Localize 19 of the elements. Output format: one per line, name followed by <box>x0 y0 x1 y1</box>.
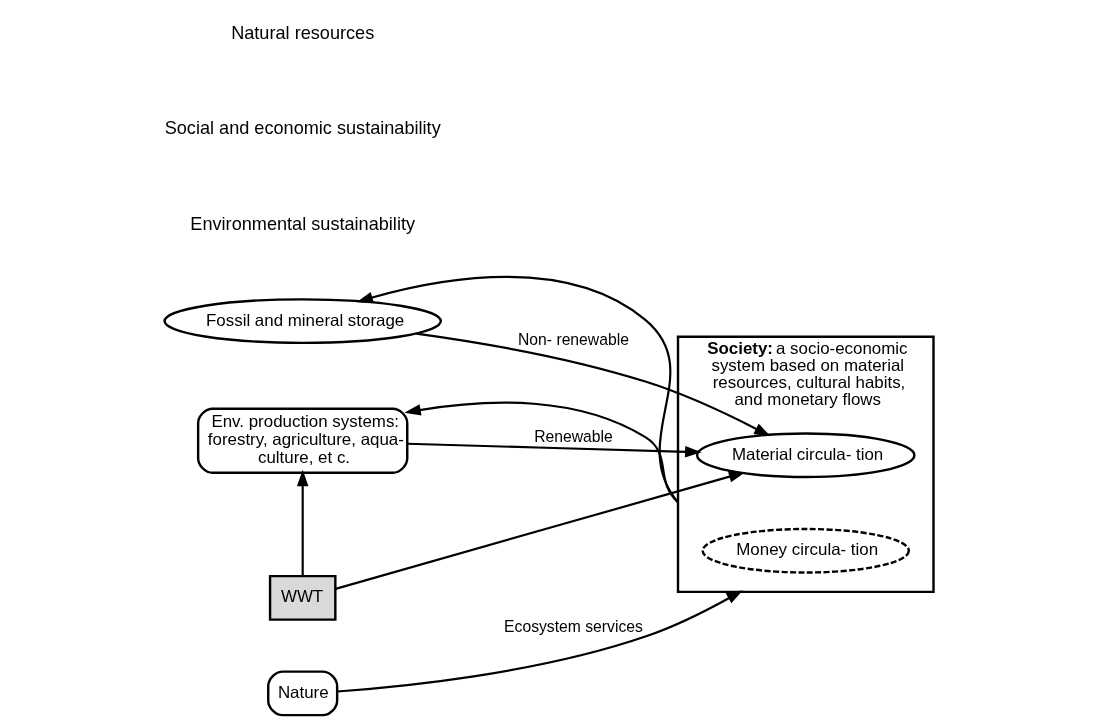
node-ellipse: Material circula- tion <box>695 432 916 479</box>
label: Natural resources <box>231 22 375 43</box>
edge-label: Non- renewable <box>518 330 629 348</box>
label: Environmental sustainability <box>190 213 416 234</box>
node-ellipse: Fossil and mineral storage <box>163 298 443 345</box>
arrow <box>356 275 679 503</box>
node-box: WWT <box>268 574 337 621</box>
arrow <box>404 401 679 504</box>
edge-label: Renewable <box>534 428 613 446</box>
arrow <box>337 590 743 693</box>
edge-label: Ecosystem services <box>504 618 643 636</box>
node-ellipse: Money circula- tion <box>701 527 911 574</box>
node-box: Env. production systems: forestry, agriculture, aqua- culture, et c. <box>196 407 409 474</box>
arrow <box>416 332 771 437</box>
arrow <box>407 442 702 458</box>
arrow <box>335 471 746 590</box>
node-box: Nature <box>267 670 339 717</box>
arrow <box>296 469 309 577</box>
label: Social and economic sustainability <box>164 118 441 139</box>
